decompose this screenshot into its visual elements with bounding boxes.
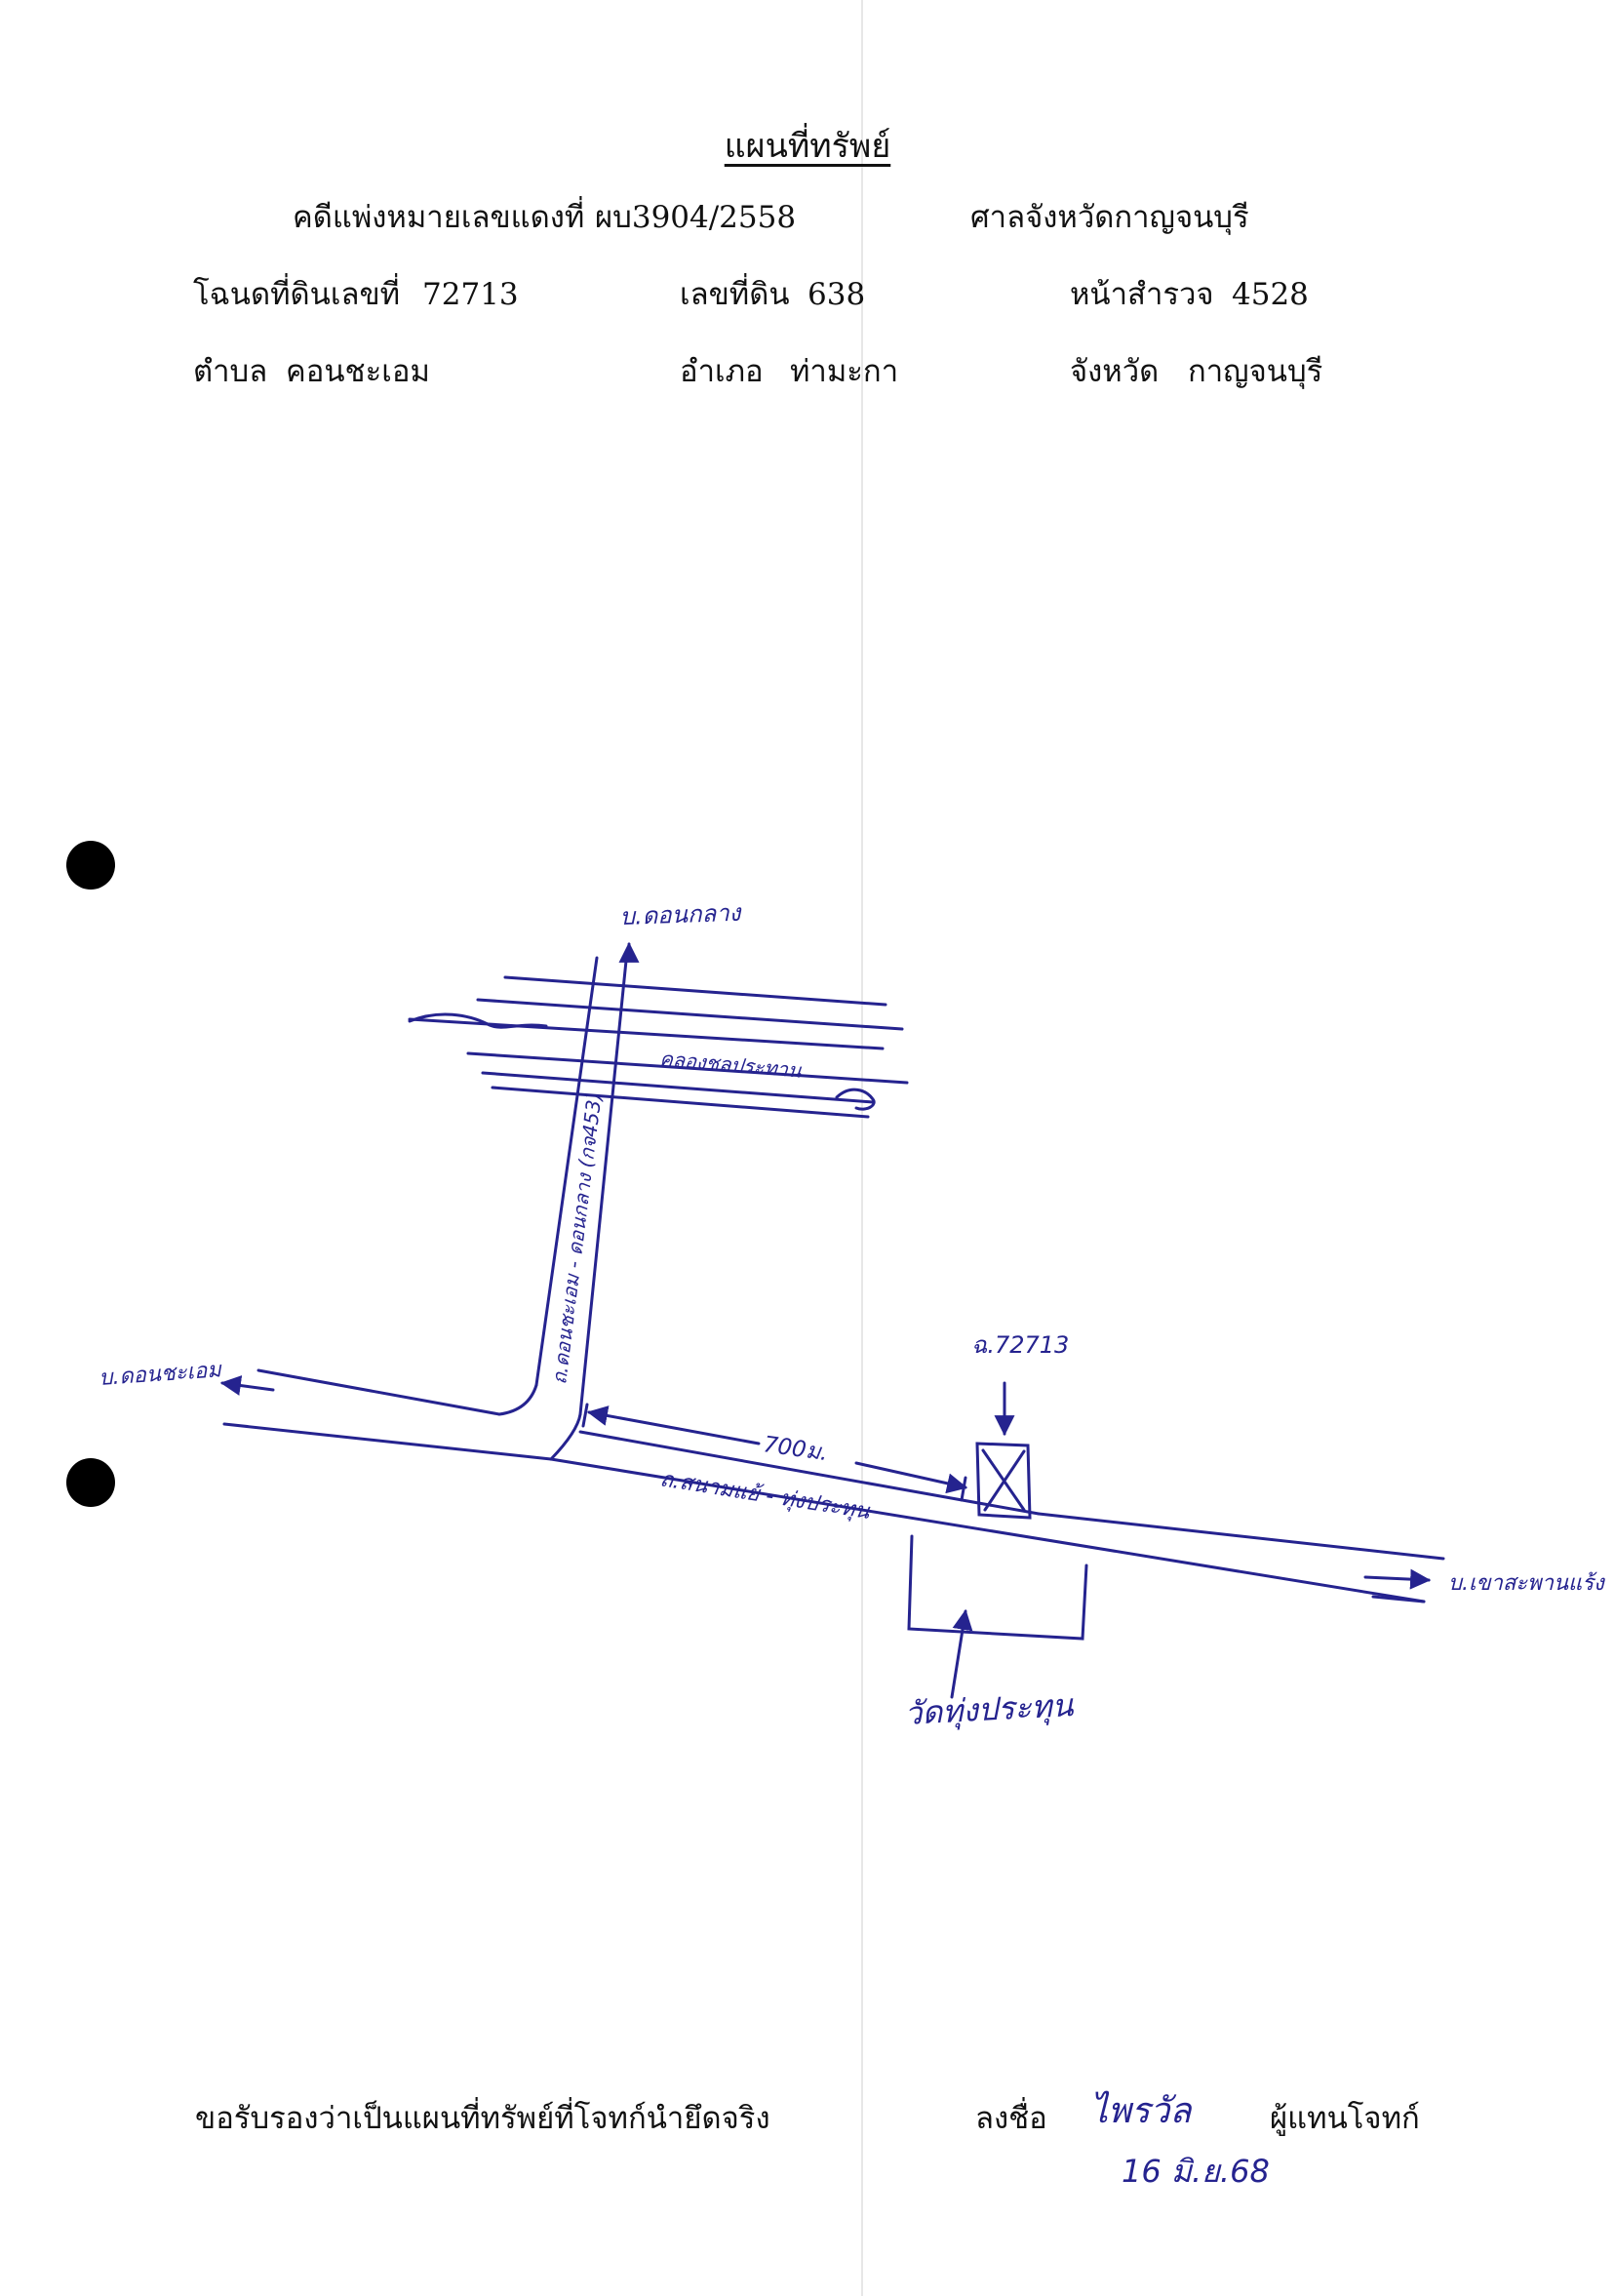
case-label: คดีแพ่งหมายเลขแดงที่	[293, 200, 585, 235]
subdistrict-name: คอนชะเอม	[286, 354, 430, 389]
parcel-box	[975, 1381, 1032, 1520]
west-village-label: บ.ดอนชะเอม	[98, 1358, 223, 1391]
parcel-label: ฉ.72713	[971, 1331, 1069, 1359]
sign-label: ลงชื่อ	[975, 2101, 1047, 2136]
deed-label: โฉนดที่ดินเลขที่	[193, 277, 401, 312]
main-road	[219, 1368, 1445, 1603]
province-name: กาญจนบุรี	[1188, 354, 1323, 389]
deed-number: 72713	[422, 277, 519, 312]
signature-date: 16 มิ.ย.68	[1122, 2153, 1270, 2190]
punch-hole-bottom	[66, 1458, 115, 1507]
district-name: ท่ามะกา	[790, 354, 899, 389]
distance-dimension	[581, 1403, 968, 1502]
canal-label: คลองชลประทาน	[659, 1047, 804, 1083]
land-number: 638	[808, 277, 866, 312]
survey-number: 4528	[1232, 277, 1309, 312]
district-label: อำเภอ	[680, 354, 764, 389]
canal-lines	[408, 975, 909, 1119]
signer-role: ผู้แทนโจทก์	[1270, 2101, 1420, 2136]
land-label: เลขที่ดิน	[680, 277, 790, 312]
north-village-label: บ.ดอนกลาง	[619, 899, 743, 930]
subdistrict-label: ตำบล	[193, 354, 268, 389]
distance-label: 700ม.	[762, 1432, 829, 1466]
temple-plot	[907, 1534, 1088, 1699]
signature: ไพรวัล	[1090, 2091, 1192, 2131]
page-fold-line	[861, 0, 863, 2296]
certification-text: ขอรับรองว่าเป็นแผนที่ทรัพย์ที่โจทก์นำยึด…	[195, 2101, 770, 2136]
survey-label: หน้าสำรวจ	[1070, 277, 1214, 312]
temple-label: วัดทุ่งประทุน	[903, 1686, 1075, 1733]
province-label: จังหวัด	[1070, 354, 1160, 389]
east-village-label: บ.เขาสะพานแร้ง	[1448, 1571, 1606, 1596]
document-title: แผนที่ทรัพย์	[724, 127, 891, 166]
punch-hole-top	[66, 841, 115, 890]
court-name: ศาลจังหวัดกาญจนบุรี	[970, 200, 1249, 235]
case-number: ผบ3904/2558	[595, 200, 797, 235]
main-road-label: ถ.สนามแย้ - ทุ่งประทุน	[658, 1467, 872, 1524]
vertical-road	[497, 941, 640, 1461]
